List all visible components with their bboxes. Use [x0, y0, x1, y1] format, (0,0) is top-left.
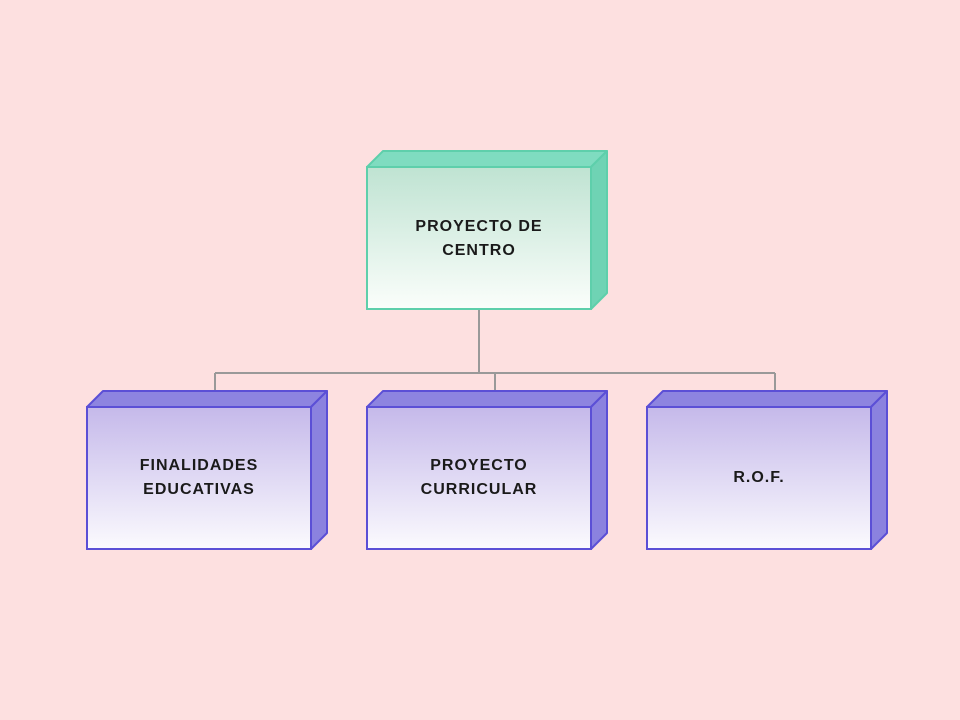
child-node-label-rof: R.O.F. [733, 469, 785, 486]
root-node-side-face [590, 150, 608, 310]
root-node-top-face [366, 150, 608, 168]
child-node-2-front-face [646, 406, 872, 550]
child-node-1 [366, 390, 608, 550]
child-node-0-front-face [86, 406, 312, 550]
root-node-front-face [366, 166, 592, 310]
child-node-2 [646, 390, 888, 550]
child-node-0 [86, 390, 328, 550]
child-node-2-side-face [870, 390, 888, 550]
child-node-1-front-face [366, 406, 592, 550]
child-node-label-finalidades: FINALIDADES EDUCATIVAS [139, 457, 259, 498]
child-node-2-top-face [646, 390, 888, 408]
root-node-label: PROYECTO DE CENTRO [415, 218, 543, 259]
child-node-1-side-face [590, 390, 608, 550]
child-node-0-top-face [86, 390, 328, 408]
root-node [366, 150, 608, 310]
child-node-label-proyecto-curricular: PROYECTO CURRICULAR [420, 457, 538, 498]
child-node-0-side-face [310, 390, 328, 550]
child-node-1-top-face [366, 390, 608, 408]
